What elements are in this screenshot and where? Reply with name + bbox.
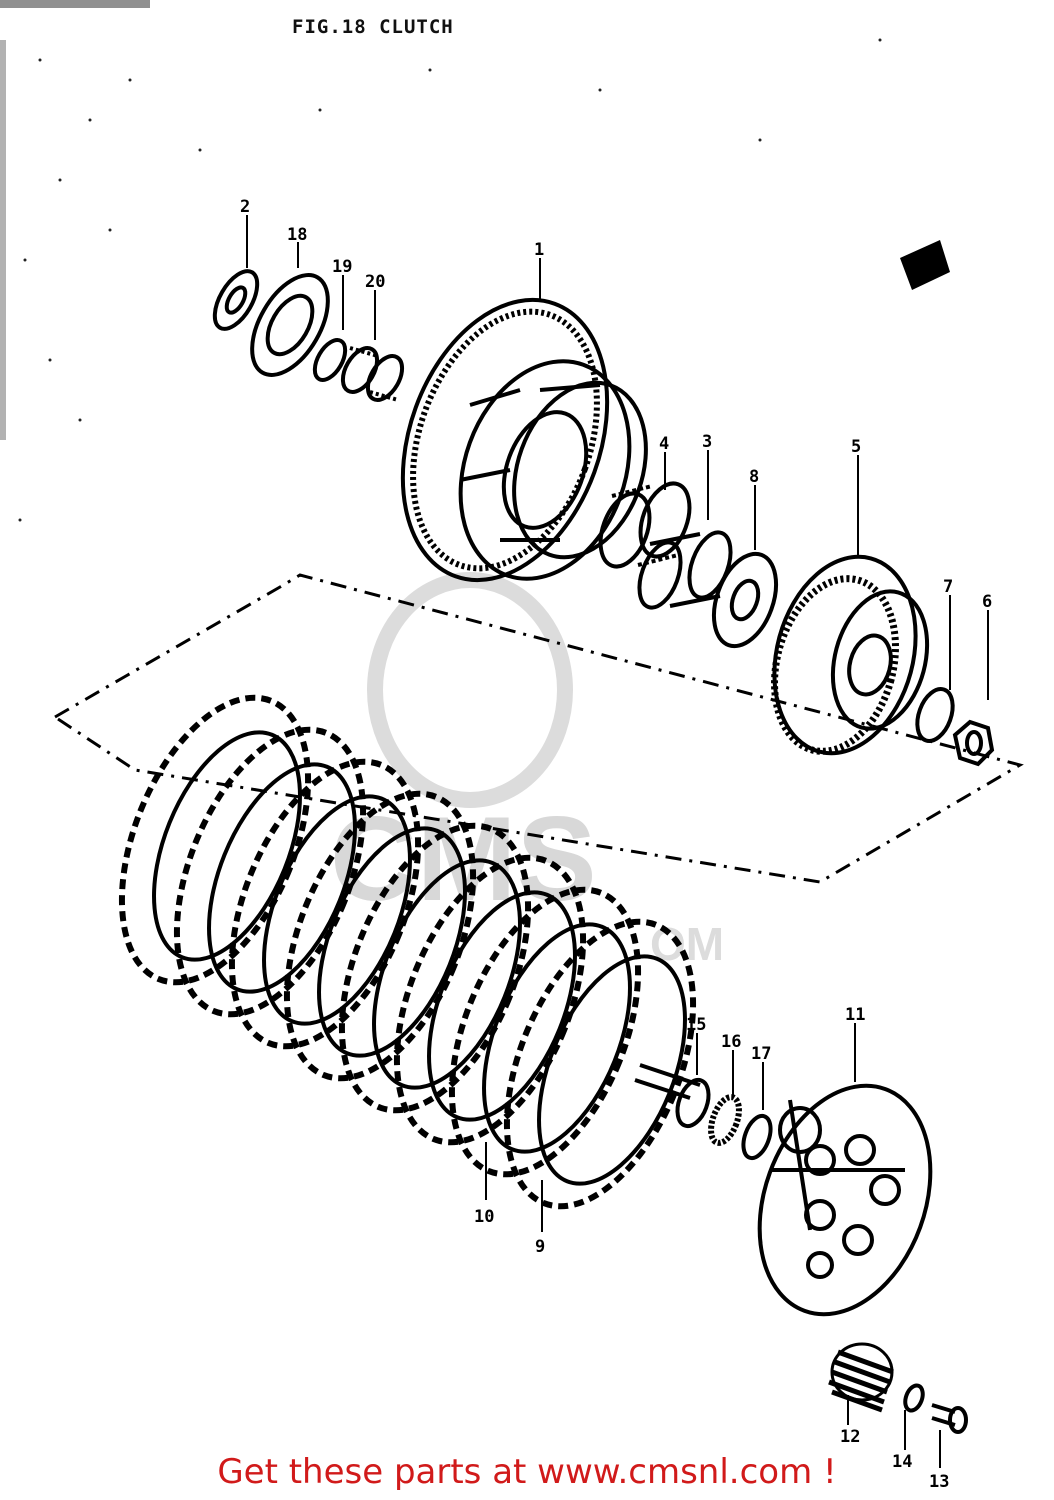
clutch-plate-inner [482,922,632,1154]
washer-14 [903,1383,925,1413]
footer-cta[interactable]: Get these parts at www.cmsnl.com ! [217,1452,837,1492]
assembly-frame [54,573,1024,884]
washer-8 [711,551,779,649]
spacer-3 [637,530,733,610]
callout-12: 12 [840,1427,860,1447]
clutch-plate-stack [118,694,697,1210]
nut-6 [952,719,995,767]
callout-3: 3 [702,432,712,452]
thrust-plate-18 [250,273,330,377]
callout-20: 20 [365,272,385,292]
callout-17: 17 [751,1044,771,1064]
leader-lines [246,215,989,1468]
clutch-plate-inner [317,826,467,1058]
clutch-plate-inner [152,730,302,962]
pressure-plate-11 [757,1083,933,1317]
callout-14: 14 [892,1452,912,1472]
callout-13: 13 [929,1472,949,1492]
release-bearing-15 [675,1077,711,1129]
lockwasher-7 [915,687,955,743]
callout-11: 11 [845,1005,865,1025]
bearing-20 [340,346,405,402]
clutch-plate-inner [262,794,412,1026]
callout-7: 7 [943,577,953,597]
front-arrow-icon [900,240,950,290]
callout-6: 6 [982,592,992,612]
clutch-housing [400,297,648,583]
callout-4: 4 [659,434,669,454]
callout-10: 10 [474,1207,494,1227]
spring-12 [828,1342,894,1413]
callout-1: 1 [534,240,544,260]
washer-2 [212,269,260,331]
bushing-19 [312,338,348,382]
clutch-plate-inner [427,890,577,1122]
callout-9: 9 [535,1237,545,1257]
clutch-plate-inner [207,762,357,994]
washer-17 [741,1113,773,1161]
figure-title: FIG.18 CLUTCH [292,16,454,38]
sleeve-hub-5 [771,554,930,756]
callout-8: 8 [749,467,759,487]
callout-18: 18 [287,225,307,245]
watermark: CMS OM [330,572,724,970]
callout-labels: 1 2 3 4 5 6 7 8 9 10 11 12 13 14 15 16 1… [240,197,992,1492]
scan-noise [0,0,882,522]
callout-5: 5 [851,437,861,457]
clutch-plate-inner [372,858,522,1090]
callout-15: 15 [686,1015,706,1035]
clutch-plate [448,886,642,1178]
callout-2: 2 [240,197,250,217]
callout-19: 19 [332,257,352,277]
callout-16: 16 [721,1032,741,1052]
bolt-13 [931,1403,968,1434]
bearing-16 [708,1094,742,1146]
